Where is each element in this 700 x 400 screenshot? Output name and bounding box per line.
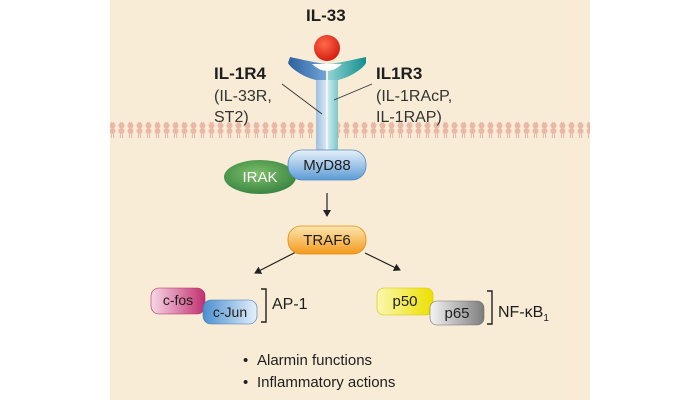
cjun-label: c-Jun	[212, 304, 248, 320]
receptor-right-stem	[327, 80, 338, 158]
outcome-item: •Inflammatory actions	[243, 374, 396, 391]
cfos-label: c-fos	[162, 292, 194, 308]
cell-membrane	[110, 122, 590, 138]
outcomes-list: •Alarmin functions •Inflammatory actions	[243, 350, 395, 394]
outcome-text: Alarmin functions	[257, 352, 373, 369]
receptor-left-alias-1: (IL-33R,	[214, 88, 272, 105]
cjun-shape	[202, 299, 258, 325]
p50-shape	[376, 287, 434, 316]
receptor-right-domain	[328, 57, 366, 80]
irak-label: IRAK	[242, 168, 278, 186]
outcome-item: •Alarmin functions	[243, 352, 373, 369]
receptor-left-stem	[316, 80, 327, 158]
receptor-left-alias-2: ST2)	[214, 109, 249, 126]
traf6-shape	[287, 225, 367, 255]
traf6-label: TRAF6	[303, 231, 351, 249]
p65-shape	[429, 300, 485, 326]
myd88-shape	[287, 149, 367, 181]
receptor-right-alias-1: (IL-1RAcP,	[376, 88, 453, 105]
cfos-shape	[150, 287, 206, 315]
irak-shape	[224, 160, 296, 194]
il33-label: IL-33	[306, 6, 346, 25]
receptor-left-domain	[288, 57, 326, 80]
outcome-text: Inflammatory actions	[257, 374, 396, 391]
nfkb-label-main: NF-κB	[498, 304, 544, 321]
myd88-label: MyD88	[303, 156, 351, 174]
receptor-right-alias-2: IL-1RAP)	[376, 109, 442, 126]
receptor-right-name: IL1R3	[376, 64, 423, 83]
p65-label: p65	[444, 304, 470, 322]
ap1-label: AP-1	[272, 296, 308, 313]
il33-ligand	[314, 35, 340, 61]
nfkb-label-subscript: 1	[543, 313, 549, 325]
receptor-left-name: IL-1R4	[214, 64, 266, 83]
nfkb-label: NF-κB1	[498, 304, 549, 324]
p50-label: p50	[392, 292, 418, 310]
